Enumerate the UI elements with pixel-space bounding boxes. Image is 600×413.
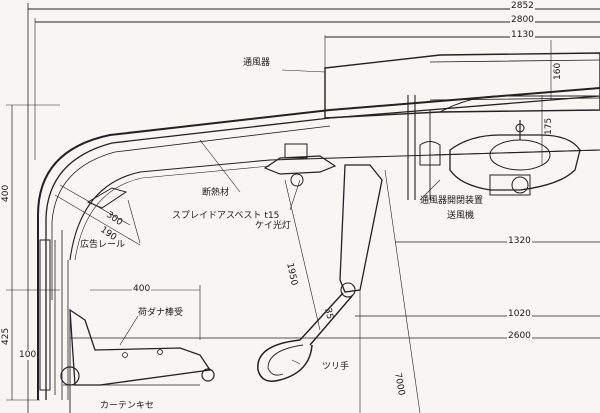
dim-1020: 1020: [507, 309, 532, 319]
label-ventilator: 通風器: [243, 58, 271, 68]
dim-2800: 2800: [510, 15, 535, 25]
roof-inner-skin: [45, 95, 600, 400]
wall-channel: [39, 239, 51, 391]
dim-175: 175: [544, 117, 554, 135]
dim-400-top: 400: [132, 284, 152, 294]
ad-rail: [86, 187, 128, 209]
label-fan: 送風機: [447, 211, 475, 221]
label-luggage-rack: 荷ダナ棒受: [138, 308, 184, 318]
label-curtain: カーテンキセ: [100, 401, 155, 411]
label-ad-rail: 広告レール: [80, 240, 126, 250]
ventilator-housing: [324, 52, 600, 119]
dim-1320: 1320: [507, 236, 532, 246]
label-damper: 通風器開閉装置: [420, 196, 484, 206]
roof-outer-skin: [37, 87, 600, 400]
dim-160: 160: [553, 62, 563, 80]
dim-425: 425: [1, 327, 11, 345]
fan-assembly: [429, 120, 600, 196]
dim-35: 35: [322, 307, 335, 321]
luggage-rack-bracket: [69, 308, 212, 386]
fluorescent-lamp: [263, 143, 337, 187]
strap-hanger: [257, 164, 383, 382]
ceiling-panel: [69, 149, 600, 261]
label-insulation-spec: スプレイドアスベスト t15: [172, 211, 280, 221]
dim-1130: 1130: [510, 30, 535, 40]
dim-2600: 2600: [507, 331, 532, 341]
label-insulation: 断熱材: [202, 188, 230, 198]
dim-2852: 2852: [510, 1, 535, 11]
label-lamp: ケイ光灯: [255, 221, 291, 231]
dim-400-left: 400: [1, 184, 11, 202]
label-strap: ツリ手: [322, 362, 350, 372]
dim-100: 100: [18, 350, 38, 360]
